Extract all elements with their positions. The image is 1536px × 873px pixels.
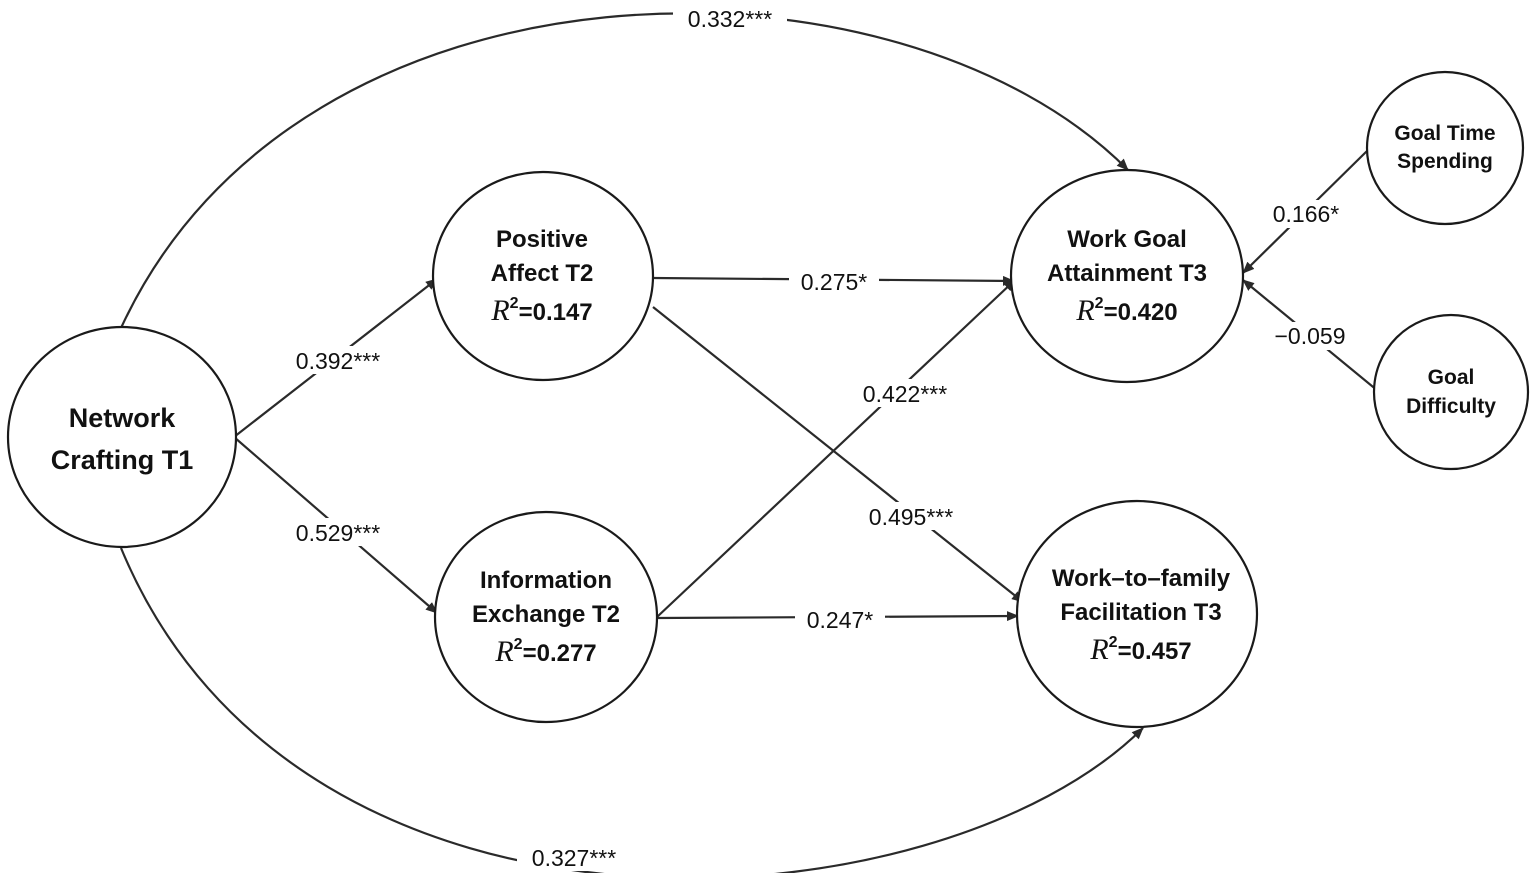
node-goal-difficulty: Goal Difficulty [1372,313,1530,471]
nodes: Network Crafting T1 Positive Affect T2 R… [6,70,1530,729]
svg-text:0.392***: 0.392*** [296,348,380,374]
node-r2-value: R2=0.277 [494,635,596,668]
svg-text:0.422***: 0.422*** [863,381,947,407]
edge-pa-to-wff [652,306,1024,603]
node-label-line-2: Spending [1397,150,1493,173]
node-r2-value: R2=0.420 [1075,294,1177,327]
node-label-line-2: Crafting T1 [51,445,194,475]
node-r2-value: R2=0.147 [490,294,592,327]
node-work-to-family-facilitation: Work–to–family Facilitation T3 R2=0.457 [1015,499,1259,729]
node-label-line-1: Information [480,567,612,594]
svg-text:0.529***: 0.529*** [296,520,380,546]
node-label-line-2: Affect T2 [491,260,594,287]
svg-text:0.332***: 0.332*** [688,6,772,32]
edge-nc-to-wff [119,547,1144,873]
node-network-crafting: Network Crafting T1 [6,325,238,549]
edge-label-ie-to-wff: 0.247* [795,606,885,634]
node-label-line-2: Exchange T2 [472,601,620,628]
edge-label-nc-to-wff: 0.327*** [517,843,631,871]
edge-label-pa-to-wff: 0.495*** [854,502,968,530]
node-label-line-2: Difficulty [1406,395,1496,418]
svg-text:0.327***: 0.327*** [532,845,616,871]
node-r2-value: R2=0.457 [1089,633,1191,666]
svg-text:−0.059: −0.059 [1275,323,1346,349]
edge-label-nc-to-wga: 0.332*** [673,4,787,32]
node-label-line-1: Work–to–family [1052,565,1231,592]
node-label-line-1: Goal Time [1394,122,1495,145]
node-label-line-1: Work Goal [1067,226,1187,253]
node-work-goal-attainment: Work Goal Attainment T3 R2=0.420 [1009,168,1245,384]
node-label-line-1: Goal [1428,366,1475,389]
svg-text:0.247*: 0.247* [807,607,874,633]
node-label-line-1: Network [69,403,177,433]
edge-label-pa-to-wga: 0.275* [789,268,879,296]
svg-text:0.495***: 0.495*** [869,504,953,530]
edge-label-gts-to-wga: 0.166* [1264,200,1348,228]
svg-text:0.166*: 0.166* [1273,201,1340,227]
node-label-line-2: Attainment T3 [1047,260,1207,287]
node-label-line-1: Positive [496,226,588,253]
edge-label-nc-to-pa: 0.392*** [281,346,395,374]
node-label-line-2: Facilitation T3 [1060,599,1221,626]
edges [119,12,1379,873]
edge-label-gd-to-wga: −0.059 [1264,322,1356,350]
node-positive-affect: Positive Affect T2 R2=0.147 [431,170,655,382]
node-information-exchange: Information Exchange T2 R2=0.277 [433,510,659,724]
node-goal-time-spending: Goal Time Spending [1365,70,1525,226]
edge-ie-to-wga [656,279,1016,618]
edge-labels: 0.332*** 0.392*** 0.529*** 0.327*** 0.27… [281,4,1356,871]
edge-nc-to-wga [120,12,1129,329]
edge-label-ie-to-wga: 0.422*** [848,379,962,407]
svg-text:0.275*: 0.275* [801,269,868,295]
edge-label-nc-to-ie: 0.529*** [281,518,395,546]
